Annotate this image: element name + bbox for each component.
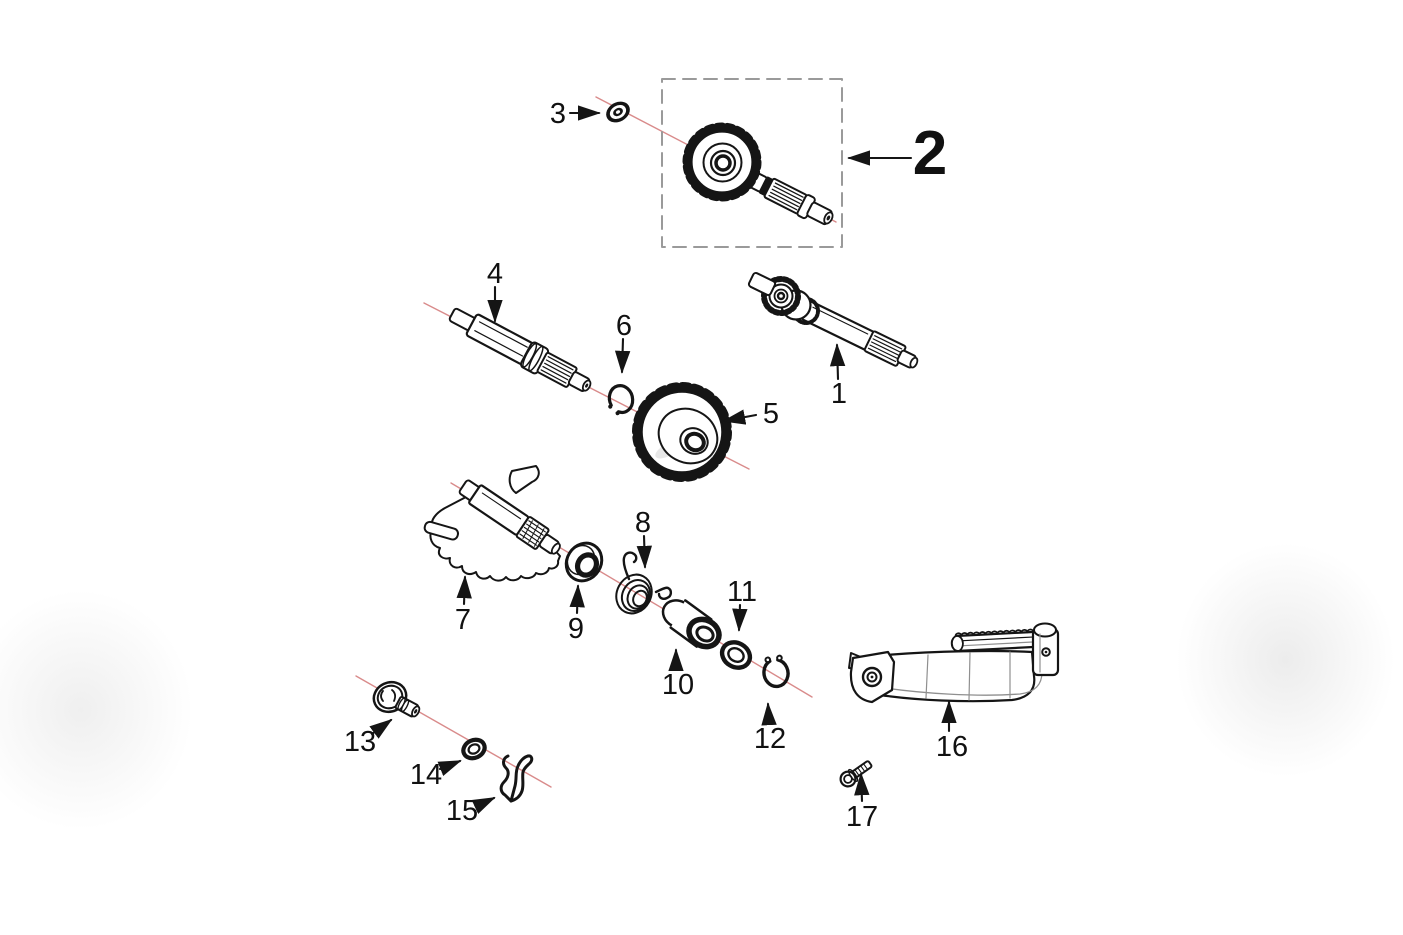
part-4-shaft [448, 307, 592, 392]
part-13-ratchet [372, 680, 421, 718]
leader-arrow-7 [456, 575, 472, 606]
part-10-bushing [661, 599, 722, 650]
callout-1-label: 1 [831, 378, 847, 410]
part-16-kick-lever [848, 622, 1060, 704]
callout-16-label: 16 [936, 731, 968, 763]
part-11-washer [719, 640, 753, 670]
part-14-washer [461, 737, 487, 761]
part-5-gear [632, 382, 732, 482]
callout-4-label: 4 [487, 258, 503, 290]
leader-arrow-9 [569, 584, 585, 615]
part-7-kick-spindle [423, 465, 561, 582]
leader-arrow-12 [761, 702, 777, 726]
part-2-idle-gear-assembly [682, 122, 834, 226]
leader-arrow-8 [636, 534, 653, 569]
callouts: 1 2 3 4 5 6 7 8 9 10 11 12 13 14 15 16 1 [344, 98, 968, 833]
part-8-torsion-spring [615, 551, 673, 615]
callout-6-label: 6 [616, 310, 632, 342]
callout-5-label: 5 [763, 398, 779, 430]
callout-14-label: 14 [410, 759, 442, 791]
axis-lines [355, 96, 837, 788]
callout-17-label: 17 [846, 801, 878, 833]
part-17-bolt [839, 760, 873, 788]
callout-10-label: 10 [662, 669, 694, 701]
leader-arrow-17 [854, 772, 870, 803]
part-15-wire-clip [499, 754, 534, 803]
callout-2-label: 2 [913, 119, 947, 188]
assembly-group-box [661, 78, 843, 248]
callout-15-label: 15 [446, 795, 478, 827]
part-3-oil-seal [606, 101, 630, 123]
callout-8-label: 8 [635, 507, 651, 539]
part-1-main-shaft [747, 272, 919, 369]
leader-arrow-13 [369, 718, 393, 739]
leader-arrow-1 [829, 343, 846, 381]
leader-arrow-15 [471, 796, 496, 814]
callout-9-label: 9 [568, 613, 584, 645]
callout-13-label: 13 [344, 726, 376, 758]
callout-3-label: 3 [550, 98, 566, 130]
leader-arrow-5 [722, 409, 758, 425]
callout-11-label: 11 [727, 576, 757, 608]
kick-lever-pedal [950, 628, 1041, 652]
part-6-circlip [607, 384, 635, 416]
leader-arrow-6 [614, 337, 631, 374]
leader-arrow-11 [732, 603, 748, 632]
leader-arrow-14 [437, 759, 462, 777]
part-9-bearing [564, 541, 604, 583]
callout-12-label: 12 [754, 723, 786, 755]
callout-7-label: 7 [455, 604, 471, 636]
part-12-snap-ring [762, 654, 790, 689]
